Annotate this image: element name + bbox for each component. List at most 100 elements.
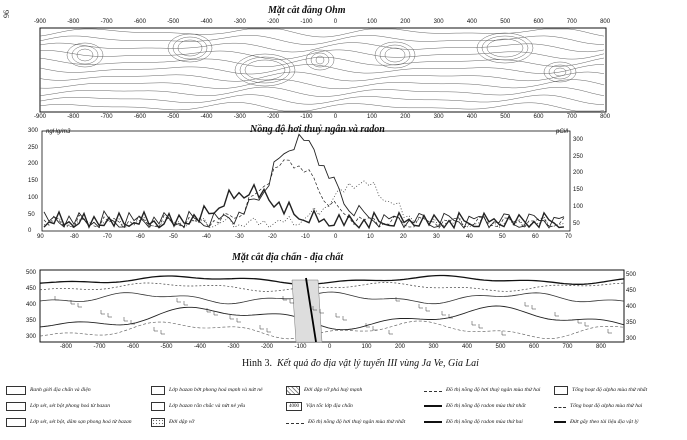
gas-right-tick: 200 (573, 170, 584, 177)
basalt-symbol (312, 306, 317, 311)
resistivity-top-tick: 500 (500, 19, 511, 25)
basalt-symbol (153, 327, 158, 332)
resistivity-top-tick: 100 (367, 19, 378, 25)
basalt-symbol (418, 304, 423, 309)
resistivity-top-tick: -300 (233, 19, 246, 25)
resistivity-bottom-tick: 100 (367, 114, 378, 120)
gas-x-tick: 10 (367, 234, 374, 240)
basalt-symbol (107, 313, 112, 318)
basalt-symbol (365, 323, 370, 328)
basalt-symbol (183, 301, 188, 306)
resistivity-bottom-tick: 400 (466, 114, 477, 120)
contour-closure (374, 41, 416, 69)
legend: Ranh giới địa chấn và điện Lớp sét, sét … (6, 382, 686, 440)
basalt-symbol (176, 298, 181, 303)
seismic-x-tick: -100 (294, 344, 307, 350)
legend-label: Đồ thị nồng độ hơi thuỷ ngân mùa thứ hai (446, 387, 541, 393)
basalt-symbol (206, 308, 211, 313)
legend-label: Đứt gãy theo tài liệu địa vật lý (570, 419, 639, 425)
resistivity-top-tick: -900 (34, 19, 47, 25)
basalt-symbol (471, 321, 476, 326)
resistivity-top-tick: 0 (333, 19, 338, 25)
legend-label: Tổng hoạt độ alpha mùa thứ hai (570, 403, 643, 409)
resistivity-top-tick: 600 (533, 19, 544, 25)
legend-swatch (151, 385, 165, 395)
basalt-symbol (554, 312, 559, 317)
contour-closure (244, 59, 286, 81)
legend-item: Đới dập vỡ (151, 414, 263, 430)
resistivity-top-tick: -500 (167, 19, 180, 25)
legend-item: Đồ thị nồng độ hơi thuỷ ngân mùa thứ hai (424, 382, 540, 398)
contour-closure (310, 52, 330, 68)
resistivity-bottom-tick: -800 (67, 114, 80, 120)
basalt-symbol (584, 322, 589, 327)
legend-item: Lớp sét, sét bột, dăm sạn phong hoá từ b… (6, 414, 132, 430)
contour-line (39, 56, 605, 67)
resistivity-bottom-tick: -700 (100, 114, 113, 120)
gas-x-tick: 70 (565, 234, 572, 240)
gas-series-line (43, 182, 565, 230)
seismic-x-tick: 800 (596, 344, 607, 350)
legend-item: Đồ thị nồng độ hơi thuỷ ngân mùa thứ nhấ… (286, 414, 405, 430)
legend-swatch (554, 406, 566, 408)
seismic-right-tick: 400 (626, 304, 637, 310)
basalt-symbol (123, 317, 128, 322)
contour-line (39, 35, 604, 45)
seismic-layer-boundary (39, 320, 625, 340)
seismic-x-tick: 700 (562, 344, 573, 350)
figure-caption-text: Kết quả đo địa vật lý tuyến III vùng Ja … (277, 358, 479, 369)
gas-x-tick: -70 (103, 234, 112, 240)
resistivity-bottom-tick: 700 (566, 114, 577, 120)
gas-x-tick: -40 (202, 234, 211, 240)
legend-item: Đồ thị nồng độ radon mùa thứ hai (424, 414, 540, 430)
legend-item: Lớp bazan bớt phong hoá mạnh và nứt nẻ (151, 382, 263, 398)
gas-x-tick: -20 (268, 234, 277, 240)
legend-swatch (424, 405, 442, 407)
resistivity-bottom-tick: 600 (533, 114, 544, 120)
basalt-symbol (335, 313, 340, 318)
seismic-left-tick: 450 (26, 286, 37, 292)
resistivity-top-tick: 700 (566, 19, 577, 25)
legend-swatch (286, 422, 304, 424)
gas-series-line (43, 159, 565, 229)
legend-label: Đồ thị nồng độ radon mùa thứ hai (446, 419, 523, 425)
contour-closure (76, 48, 94, 62)
seismic-layer-boundary (39, 274, 625, 286)
seismic-x-tick: -800 (60, 344, 73, 350)
legend-col-4: Đồ thị nồng độ hơi thuỷ ngân mùa thứ hai… (424, 382, 540, 430)
basalt-symbol (70, 300, 75, 305)
legend-label: Đồ thị nồng độ radon mùa thứ nhất (446, 403, 526, 409)
gas-series-line (43, 133, 565, 229)
contour-closure (71, 45, 99, 65)
gas-x-tick: -60 (136, 234, 145, 240)
seismic-left-tick: 500 (26, 270, 37, 276)
legend-item: Lớp sét, sét bột phong hoá từ bazan (6, 398, 132, 414)
contour-closure (172, 36, 208, 60)
seismic-x-tick: -200 (261, 344, 274, 350)
legend-item: Lớp bazan rắn chắc và nứt nẻ yếu (151, 398, 263, 414)
seismic-x-tick: 600 (529, 344, 540, 350)
fault-line (305, 277, 317, 343)
gas-x-tick: -30 (235, 234, 244, 240)
resistivity-bottom-tick: -300 (233, 114, 246, 120)
basalt-symbol (259, 325, 264, 330)
basalt-symbol (54, 296, 59, 301)
gas-left-tick: 200 (28, 161, 39, 168)
contour-closure (167, 33, 213, 63)
contour-closure (315, 55, 325, 65)
legend-label: Vận tốc lớp địa chấn (306, 403, 353, 409)
legend-item: Tổng hoạt độ alpha mùa thứ hai (554, 398, 647, 414)
resistivity-top-tick: -700 (100, 19, 113, 25)
legend-label: Ranh giới địa chấn và điện (30, 387, 91, 393)
figure-caption: Hình 3. Kết quả đo địa vật lý tuyến III … (242, 358, 479, 369)
gas-x-tick: -10 (301, 234, 310, 240)
basalt-symbol (229, 315, 234, 320)
gas-right-tick: 300 (573, 137, 584, 143)
seismic-panel-title: Mặt cắt địa chấn - địa chất (232, 252, 344, 263)
resistivity-bottom-tick: 800 (600, 114, 611, 120)
contour-line (39, 42, 605, 53)
resistivity-bottom-tick: 500 (500, 114, 511, 120)
